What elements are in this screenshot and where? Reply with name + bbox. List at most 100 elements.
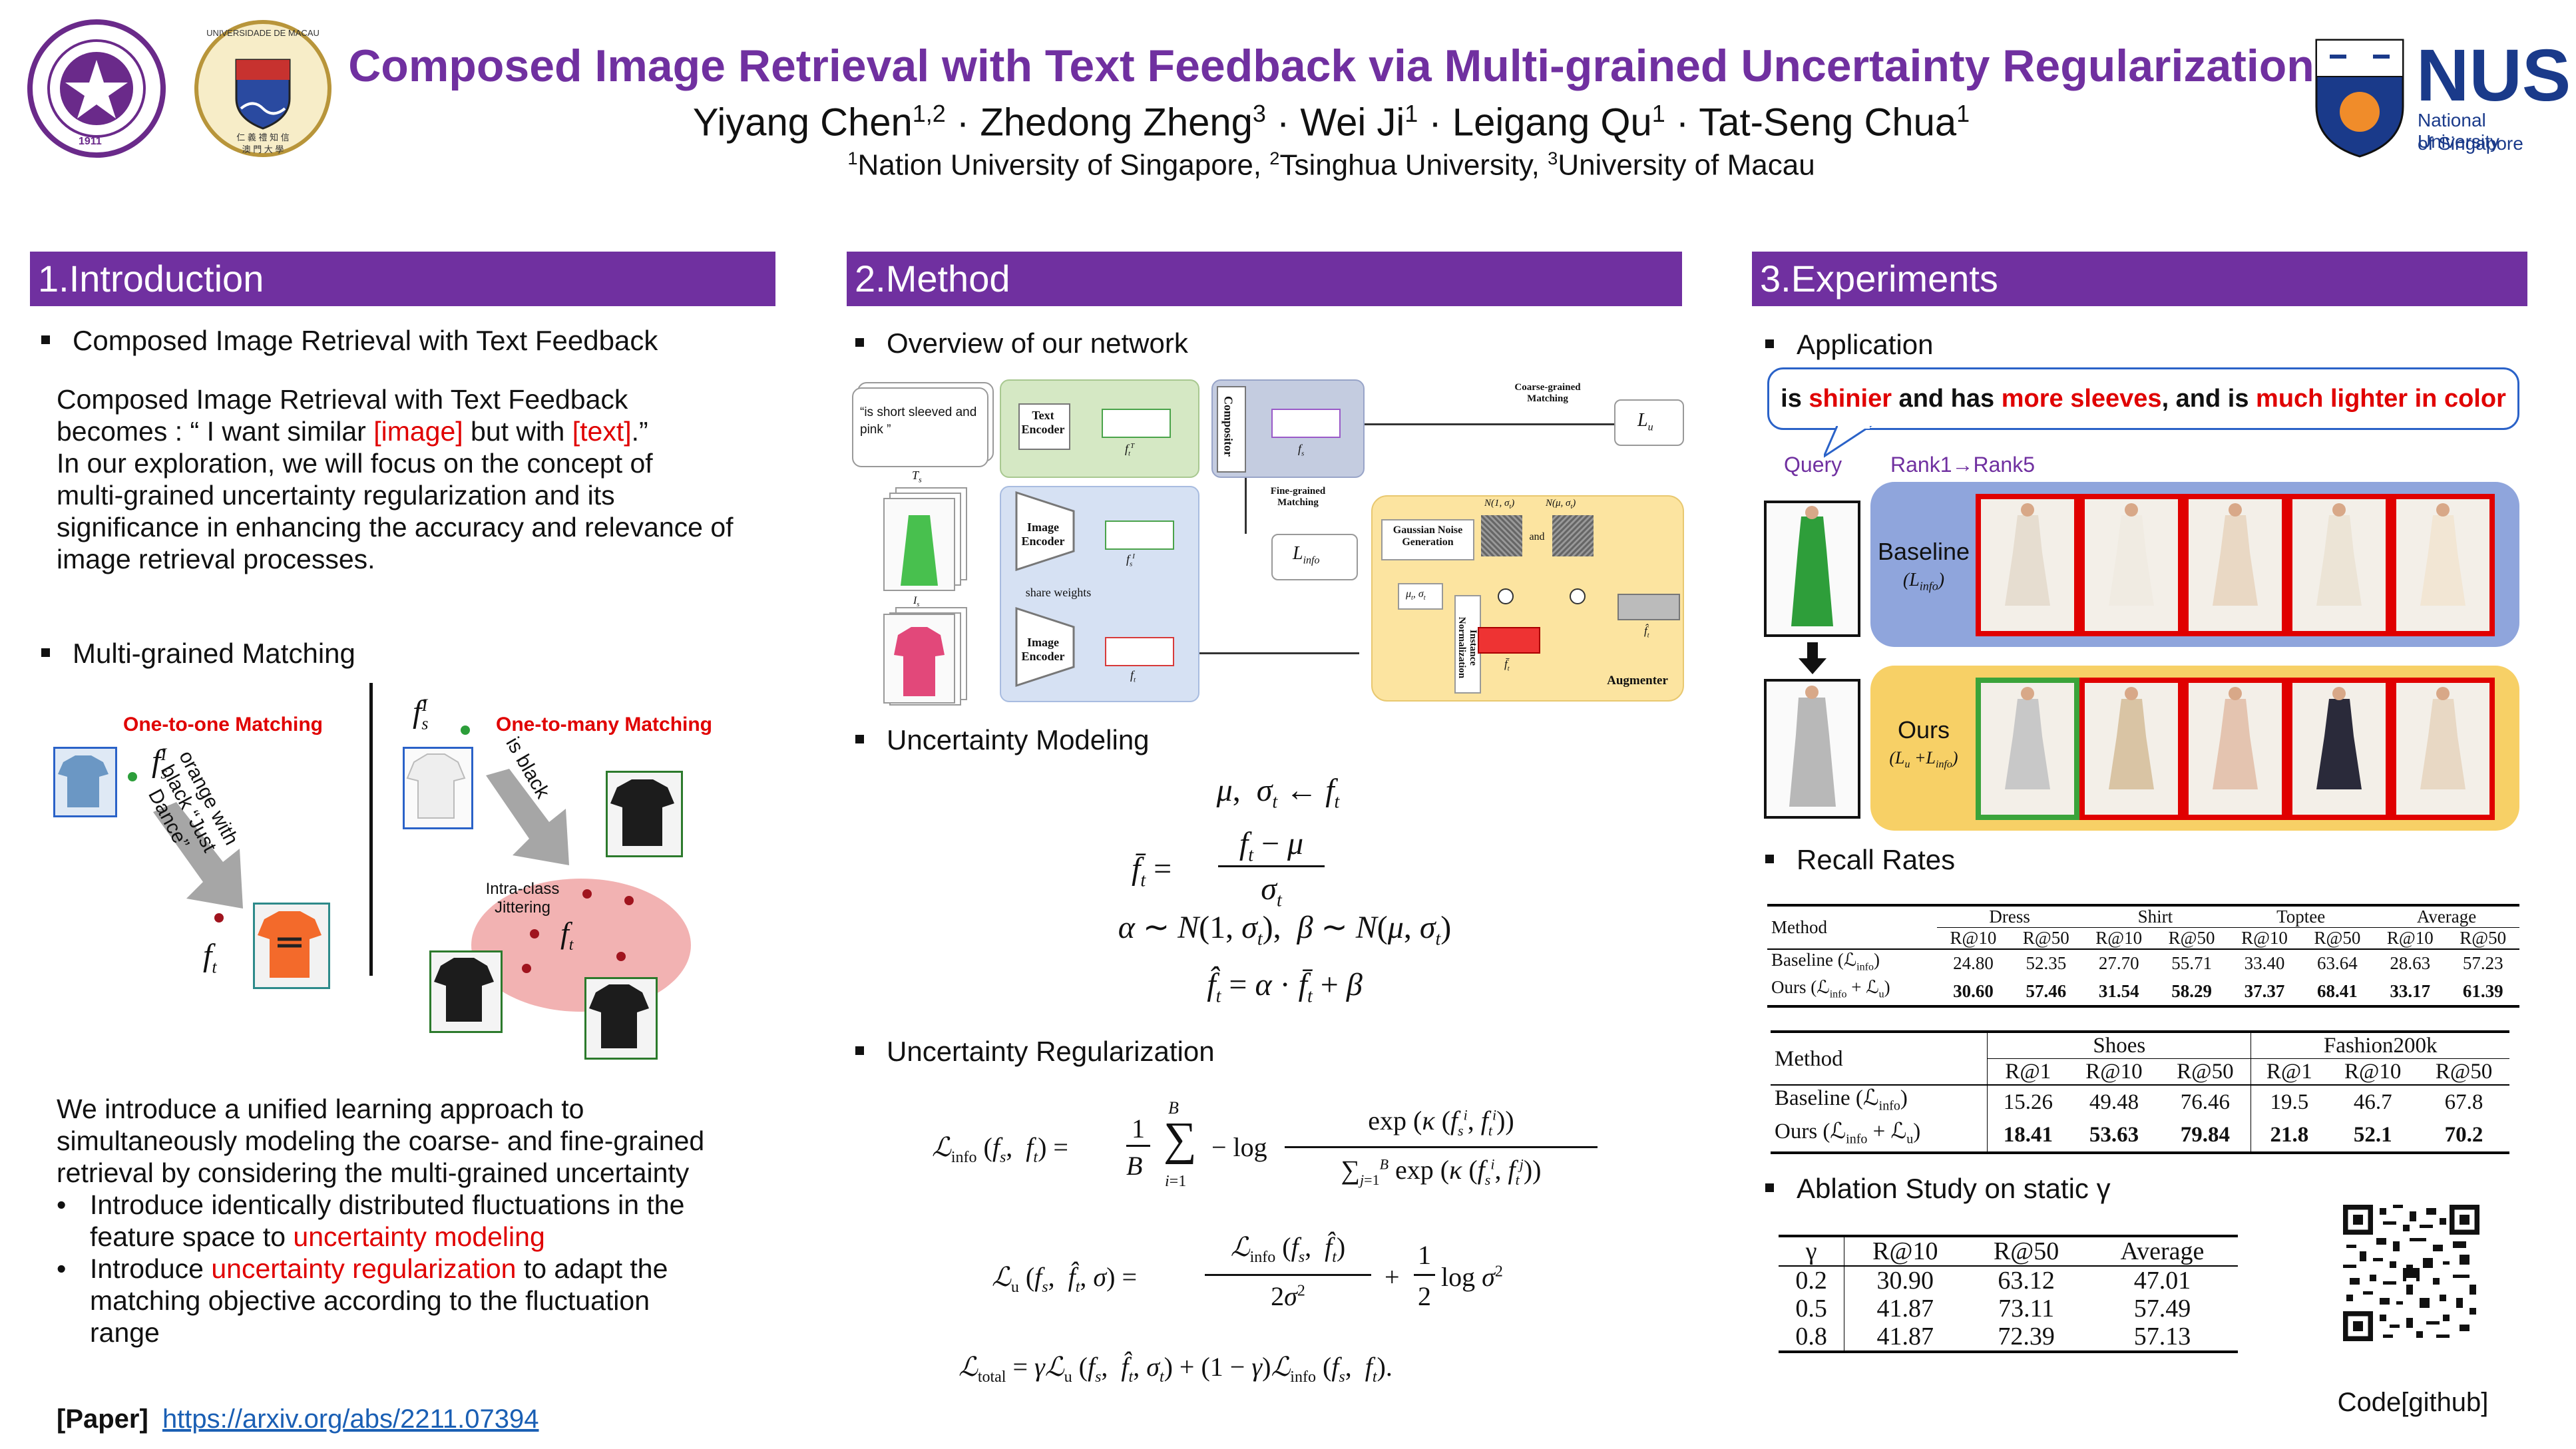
macau-logo: UNIVERSIDADE DE MACAU 仁 義 禮 知 信 澳 門 大 學 xyxy=(193,19,333,158)
table-cell: 30.90 xyxy=(1876,1267,1934,1295)
ours-result-2 xyxy=(2079,678,2183,820)
query-shirt-image-2 xyxy=(403,747,473,829)
table-cell: 63.12 xyxy=(1998,1267,2055,1295)
recall-table-1: Method Dress Shirt Toptee Average R@10 R… xyxy=(1767,904,2519,1008)
intro-bullet-2: Multi-grained Matching xyxy=(41,638,355,670)
author: Zhedong Zheng xyxy=(980,101,1253,144)
section-method: 2.Method xyxy=(847,252,1682,306)
image-encoder-label: Image Encoder xyxy=(1021,520,1065,548)
affil-name: Tsinghua University, xyxy=(1279,148,1540,182)
red-dot xyxy=(214,913,224,923)
loss-text: (L xyxy=(1902,570,1920,590)
fs-symbol: fsI xyxy=(152,743,168,783)
bullet-marker xyxy=(855,338,864,347)
table-cell: 53.63 xyxy=(2089,1123,2139,1147)
method-text: ) xyxy=(1884,977,1890,998)
table-cell: 72.39 xyxy=(1998,1323,2055,1350)
author: Tat-Seng Chua xyxy=(1699,101,1957,144)
nus-logo: NUS National University of Singapore xyxy=(2310,33,2571,160)
table-metric: R@50 xyxy=(2314,928,2361,948)
coarse-matching-label: Coarse-grained Matching xyxy=(1514,382,1581,404)
n2-label: N(μ, σt) xyxy=(1546,498,1576,511)
table-metric: R@10 xyxy=(2241,928,2288,948)
mu-sigma-label: μt, σt xyxy=(1406,588,1426,602)
text-span: becomes : “ I want similar xyxy=(57,416,374,447)
author-affil: 3 xyxy=(1252,100,1266,127)
ours-loss-label: (Lu +Linfo) xyxy=(1889,748,1958,771)
target-shirt-black-3 xyxy=(584,977,658,1060)
bullet-marker xyxy=(855,735,864,744)
fs-symbol-2: fsI xyxy=(413,694,429,733)
text-line: multi-grained uncertainty regularization… xyxy=(57,480,615,511)
query-shirt-image xyxy=(53,747,117,817)
n2-text: N(μ, σ xyxy=(1546,498,1571,509)
share-weights-label: share weights xyxy=(1025,586,1092,599)
ts-label: Ts xyxy=(912,469,922,485)
network-diagram: “is short sleeved and pink ” Ts Text Enc… xyxy=(845,374,1687,707)
jitter-dot xyxy=(522,964,531,973)
baseline-result-1 xyxy=(1976,494,2079,636)
intro-bullet-1: Composed Image Retrieval with Text Feedb… xyxy=(41,325,658,357)
normalized-feature-block xyxy=(1478,627,1540,654)
method-text: Baseline (ℒ xyxy=(1775,1086,1879,1110)
baseline-loss-label: (Linfo) xyxy=(1902,570,1945,593)
query-text-bubble: is shinier and has more sleeves, and is … xyxy=(1767,367,2519,430)
mu-letter: μ xyxy=(1406,588,1412,600)
method-bullet-2: Uncertainty Modeling xyxy=(855,724,1150,756)
table-cell: 73.11 xyxy=(1998,1295,2055,1323)
table-cell: 46.7 xyxy=(2353,1090,2392,1114)
tsinghua-year: 1911 xyxy=(79,136,102,147)
bullet-marker xyxy=(1765,1183,1774,1193)
figure-divider xyxy=(369,683,373,976)
highlight-image: [image] xyxy=(373,416,463,447)
compositor-block xyxy=(1217,386,1246,473)
table-cell: 19.5 xyxy=(2251,1085,2328,1119)
table-cell: 57.23 xyxy=(2462,953,2503,974)
green-dot xyxy=(461,725,470,735)
author: Yiyang Chen xyxy=(692,101,913,144)
fine-matching-label: Fine-grained Matching xyxy=(1270,486,1326,508)
author-affil: 1 xyxy=(1956,100,1970,127)
section-experiments: 3.Experiments xyxy=(1752,252,2527,306)
text-line: Composed Image Retrieval with Text Feedb… xyxy=(57,384,628,415)
source-image xyxy=(883,498,955,591)
ts-letter: T xyxy=(912,469,919,482)
table-cell: 52.1 xyxy=(2353,1123,2392,1147)
modified-query-image xyxy=(1764,679,1860,819)
text-line: We introduce a unified learning approach… xyxy=(57,1094,584,1124)
author-affil: 1 xyxy=(1404,100,1418,127)
nus-name-2: of Singapore xyxy=(2418,133,2523,154)
baseline-label: Baseline xyxy=(1877,538,1970,565)
method-sub: info xyxy=(1829,988,1847,1000)
mu-sigma-block xyxy=(1398,583,1443,610)
highlight-uncertainty-modeling: uncertainty modeling xyxy=(293,1221,545,1252)
query-label: Query xyxy=(1784,453,1842,477)
jitter-dot xyxy=(582,889,592,899)
tsinghua-logo: 1911 xyxy=(27,19,166,158)
text-feature-block xyxy=(1102,409,1171,438)
source-feature-label: fsI xyxy=(1126,552,1135,568)
table-row: 0.2 30.90 63.12 47.01 xyxy=(1779,1266,2238,1295)
table-header-row: Method Dress Shirt Toptee Average xyxy=(1767,905,2519,950)
target-shirt-image xyxy=(253,903,330,989)
intro-paragraph-1: Composed Image Retrieval with Text Feedb… xyxy=(57,383,775,575)
intra-class-label: Intra-class Jittering xyxy=(485,880,560,917)
poster-title: Composed Image Retrieval with Text Feedb… xyxy=(348,41,2314,91)
text-span: feature space to xyxy=(90,1221,294,1252)
affil-mark: 2 xyxy=(1269,148,1280,168)
text-line: Introduce identically distributed fluctu… xyxy=(90,1189,685,1220)
text-line: In our exploration, we will focus on the… xyxy=(57,448,653,479)
table-metric: R@50 xyxy=(2022,928,2069,948)
method-sub: info xyxy=(1846,1132,1868,1147)
table-cell: 57.46 xyxy=(2026,980,2067,1001)
noise-patch xyxy=(1552,515,1594,556)
arrow-down-icon xyxy=(1799,642,1826,674)
paper-link[interactable]: https://arxiv.org/abs/2211.07394 xyxy=(162,1404,539,1434)
affiliations: 1Nation University of Singapore, 2Tsingh… xyxy=(346,148,2316,182)
table-cell: 49.48 xyxy=(2089,1090,2139,1114)
method-sub: info xyxy=(1878,1098,1900,1114)
code-github-label[interactable]: Code[github] xyxy=(2337,1388,2489,1417)
qr-code[interactable] xyxy=(2343,1205,2479,1341)
equation-loss-total: ℒtotal = γℒu (fs, f̂t, σt) + (1 − γ)ℒinf… xyxy=(959,1352,1393,1386)
table-cell: 0.5 xyxy=(1779,1295,1845,1323)
